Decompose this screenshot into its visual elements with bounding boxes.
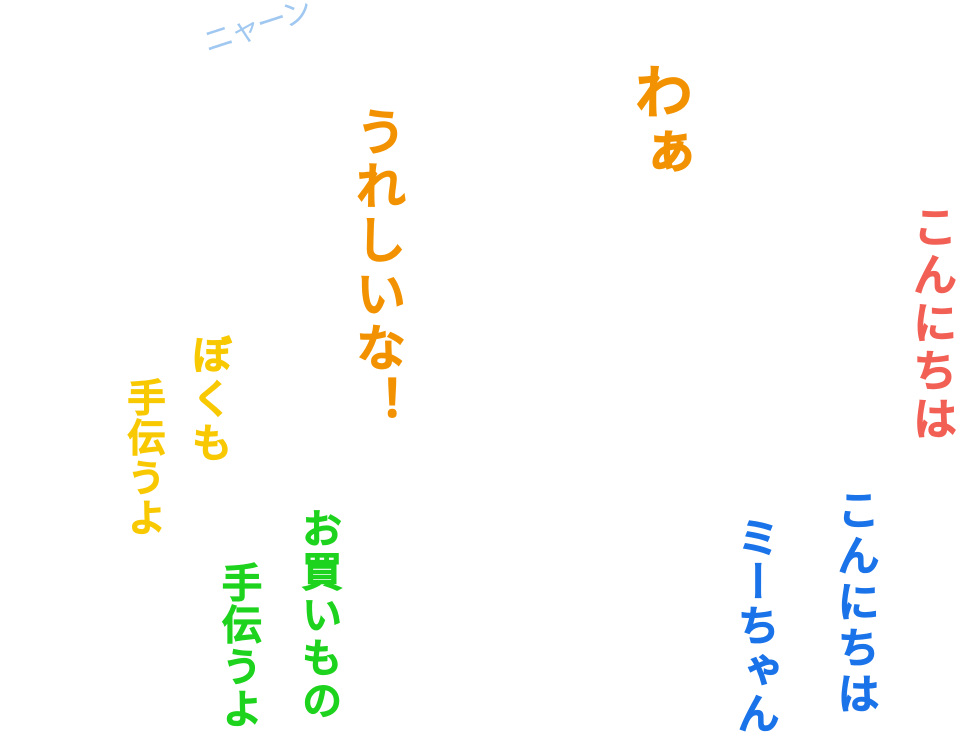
nyan-sound: ニャーン: [199, 0, 315, 61]
tetsudau-green-speech: 手伝うよ: [215, 562, 262, 731]
konnichiwa-blue-speech: こんにちは: [831, 488, 881, 719]
mii-chan-speech: ミーちゃん: [731, 516, 781, 737]
bokumo-speech: ぼくも: [185, 334, 232, 467]
ureshii-na-speech: うれしいな！: [348, 106, 407, 431]
tetsudau-yellow-speech: 手伝うよ: [121, 378, 166, 539]
konnichiwa-red-speech: こんにちは: [905, 204, 957, 445]
wa-exclamation: わぁ: [625, 62, 694, 183]
okaimono-speech: お買いもの: [295, 508, 342, 724]
